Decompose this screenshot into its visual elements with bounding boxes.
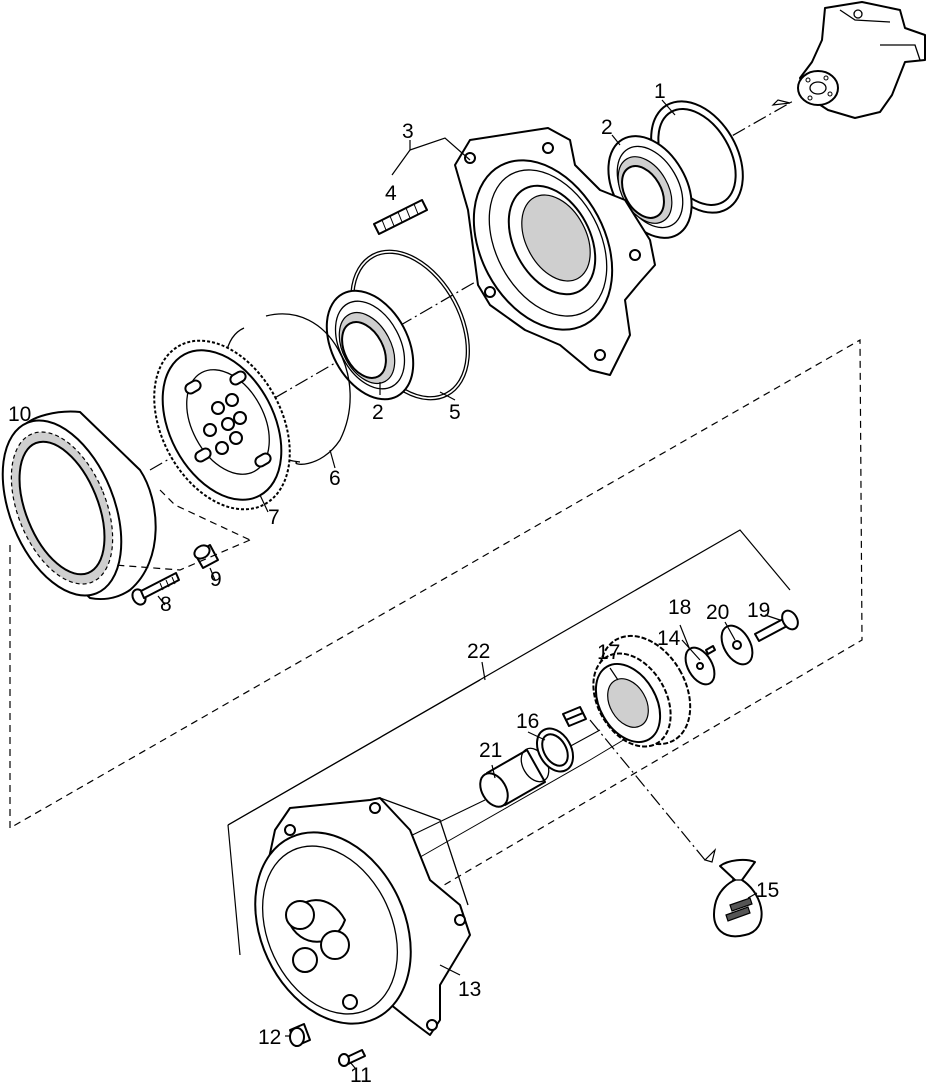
carrier-housing-part-13: [254, 797, 471, 1036]
callout-1: 1: [654, 80, 666, 103]
plug-part-12: [289, 1023, 311, 1047]
callout-9: 9: [210, 568, 222, 591]
bushing-part-9: [193, 544, 219, 569]
callout-15: 15: [756, 879, 779, 902]
taper-bearing-part-2-lower: [325, 289, 415, 401]
callout-8: 8: [160, 593, 172, 616]
callout-16: 16: [516, 710, 539, 733]
dashed-group-outline-upper: [9, 338, 863, 906]
o-ring-part-16: [535, 727, 575, 773]
callout-labels: 1 2 3 4 2 5 6 7 8 9 10 11 12 13 14 15 16…: [8, 80, 779, 1086]
callout-17: 17: [597, 641, 620, 664]
callout-20: 20: [706, 601, 729, 624]
callout-21: 21: [479, 739, 502, 762]
wheel-hub-part-3: [454, 127, 656, 376]
planet-gear-part-17: [592, 634, 692, 748]
callout-2-upper: 2: [601, 116, 613, 139]
washer-part-20: [720, 624, 754, 666]
pin-part-18: [705, 645, 716, 655]
bolt-part-8: [131, 572, 180, 606]
group-bracket-22: [227, 529, 791, 956]
callout-7: 7: [268, 506, 280, 529]
callout-18: 18: [668, 596, 691, 619]
callout-14: 14: [657, 627, 681, 650]
screw-part-19: [754, 609, 799, 642]
callout-5: 5: [449, 401, 461, 424]
ring-gear-part-10: [1, 410, 157, 600]
callout-11: 11: [350, 1064, 372, 1086]
callout-2-lower: 2: [372, 401, 384, 424]
callout-13: 13: [458, 978, 481, 1001]
needle-rollers: [562, 706, 587, 727]
callout-10: 10: [8, 403, 31, 426]
callout-19: 19: [747, 599, 770, 622]
wheel-stud-part-4: [373, 199, 428, 235]
callout-4: 4: [385, 182, 397, 205]
parts-bag-part-15: [703, 848, 763, 938]
callout-3: 3: [402, 120, 414, 143]
steering-knuckle-part: [771, 1, 926, 119]
planet-pin-part-21: [479, 747, 550, 808]
planet-carrier-part-7: [153, 339, 291, 511]
leader-lines: [157, 99, 781, 1069]
callout-6: 6: [329, 467, 341, 490]
callout-22: 22: [467, 640, 490, 663]
screw-part-11: [338, 1049, 366, 1067]
callout-12: 12: [258, 1026, 281, 1049]
